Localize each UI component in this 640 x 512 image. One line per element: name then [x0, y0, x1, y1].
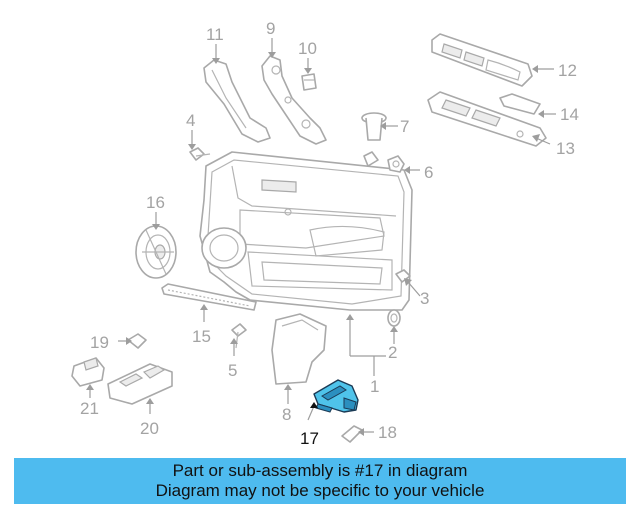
courtesy-lamp[interactable] — [361, 112, 387, 167]
grommet[interactable] — [387, 309, 401, 327]
callout-labels: 1 2 3 4 5 6 7 8 9 10 11 12 13 14 15 16 1… — [80, 19, 579, 448]
callout-18[interactable]: 18 — [378, 423, 397, 442]
banner-line-2: Diagram may not be specific to your vehi… — [155, 481, 485, 500]
callout-10[interactable]: 10 — [298, 39, 317, 58]
master-switch[interactable] — [107, 363, 173, 405]
door-trim-panel[interactable] — [199, 151, 413, 311]
screw-4[interactable] — [189, 147, 211, 161]
grab-handle[interactable] — [203, 59, 271, 143]
cap-19[interactable] — [127, 333, 147, 349]
callout-8[interactable]: 8 — [282, 405, 291, 424]
callout-20[interactable]: 20 — [140, 419, 159, 438]
callout-12[interactable]: 12 — [558, 61, 577, 80]
callout-4[interactable]: 4 — [186, 111, 195, 130]
info-banner: Part or sub-assembly is #17 in diagram D… — [14, 458, 626, 504]
callout-19[interactable]: 19 — [90, 333, 109, 352]
handle-bracket[interactable] — [261, 55, 327, 145]
callout-17[interactable]: 17 — [300, 429, 319, 448]
callout-5[interactable]: 5 — [228, 361, 237, 380]
callout-15[interactable]: 15 — [192, 327, 211, 346]
banner-line-1: Part or sub-assembly is #17 in diagram — [172, 461, 468, 480]
callout-7[interactable]: 7 — [400, 117, 409, 136]
door-pocket[interactable] — [271, 313, 327, 385]
callout-3[interactable]: 3 — [420, 289, 429, 308]
screw-5[interactable] — [231, 323, 247, 349]
callout-21[interactable]: 21 — [80, 399, 99, 418]
callout-1[interactable]: 1 — [370, 377, 379, 396]
callout-2[interactable]: 2 — [388, 343, 397, 362]
callout-16[interactable]: 16 — [146, 193, 165, 212]
speaker[interactable] — [135, 225, 177, 279]
bulb-18[interactable] — [341, 425, 363, 443]
clip[interactable] — [301, 73, 317, 91]
switch-21[interactable] — [71, 357, 105, 387]
bulb-socket[interactable] — [387, 155, 405, 173]
clip-3[interactable] — [395, 269, 411, 283]
callout-13[interactable]: 13 — [556, 139, 575, 158]
highlighted-part-17[interactable] — [313, 379, 359, 413]
parts-diagram: 1 2 3 4 5 6 7 8 9 10 11 12 13 14 15 16 1… — [71, 19, 579, 448]
leader-lines — [86, 38, 556, 436]
callout-9[interactable]: 9 — [266, 19, 275, 38]
switch-bezel[interactable] — [431, 33, 533, 87]
callout-14[interactable]: 14 — [560, 105, 579, 124]
callout-6[interactable]: 6 — [424, 163, 433, 182]
switch-base[interactable] — [427, 91, 547, 147]
callout-11[interactable]: 11 — [206, 25, 224, 44]
weatherstrip[interactable] — [161, 283, 257, 311]
